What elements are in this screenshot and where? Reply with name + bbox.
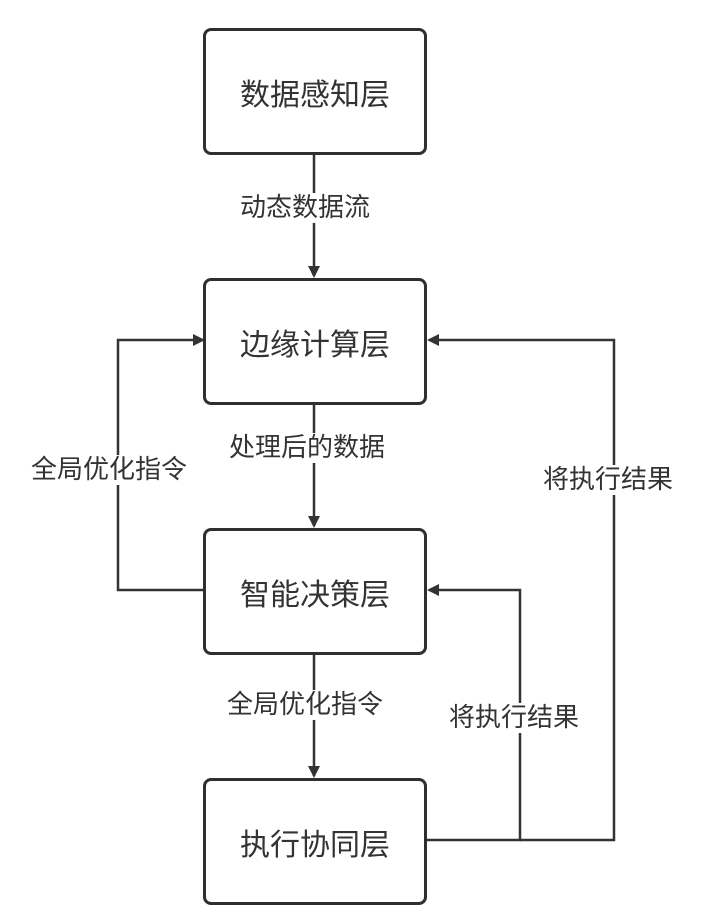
edge-label-execution-to-edge: 将执行结果 [540,465,676,495]
edge-label-decision-to-execution: 全局优化指令 [224,690,386,720]
edge-label-execution-to-decision: 将执行结果 [446,703,582,733]
node-edge-computing-layer: 边缘计算层 [203,278,427,405]
node-decision-layer: 智能决策层 [203,528,427,655]
node-execution-layer: 执行协同层 [203,778,427,905]
node-execution-label: 执行协同层 [240,820,390,864]
edge-label-decision-to-edge: 全局优化指令 [28,455,190,485]
edge-label-edge-to-decision: 处理后的数据 [226,433,388,463]
edge-label-perception-to-edge: 动态数据流 [237,193,373,223]
node-perception-layer: 数据感知层 [203,28,427,155]
node-decision-label: 智能决策层 [240,570,390,614]
node-edge-label: 边缘计算层 [240,320,390,364]
node-perception-label: 数据感知层 [240,70,390,114]
